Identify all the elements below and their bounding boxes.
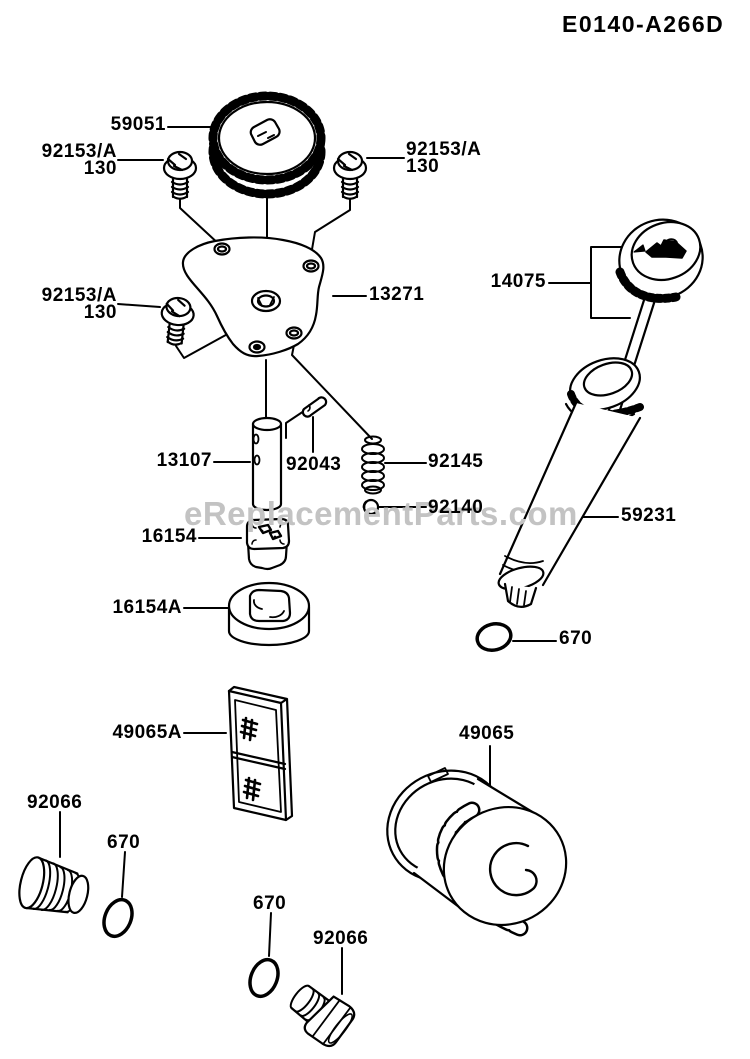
part-label-oring-left: 670 [107, 832, 141, 853]
part-size: 130 [406, 156, 440, 177]
inner-rotor-drawing [245, 517, 291, 571]
part-label-bolt-mid-left: 92153/A 130 [33, 285, 117, 323]
gear-drawing [208, 91, 326, 199]
part-label-shaft: 13107 [156, 450, 212, 471]
part-label-dipstick-tube: 59231 [621, 505, 677, 526]
part-label-screen: 49065A [112, 722, 182, 743]
plate-drawing [181, 236, 325, 358]
part-number: 92153/A [41, 141, 117, 162]
spring-drawing [361, 435, 385, 495]
bolt-top-right [332, 150, 368, 200]
part-label-plug-left: 92066 [27, 792, 83, 813]
oring-left-drawing [102, 897, 134, 939]
part-label-spring: 92145 [428, 451, 484, 472]
part-label-oring-bottom: 670 [253, 893, 287, 914]
bolt-mid-left [157, 295, 197, 348]
part-label-pin: 92043 [286, 454, 342, 475]
part-label-bolt-top-right: 92153/A 130 [406, 139, 506, 177]
plug-bottom-drawing [289, 984, 356, 1048]
bolt-top-left [162, 150, 198, 200]
part-number: 92153/A [41, 285, 117, 306]
part-label-plate: 13271 [369, 284, 425, 305]
oring-right-drawing [475, 621, 513, 653]
outer-rotor-drawing [227, 581, 311, 647]
plug-left-drawing [18, 856, 90, 914]
diagram-code: E0140-A266D [562, 11, 725, 37]
part-label-oil-filter: 49065 [459, 723, 515, 744]
part-label-plug-bottom: 92066 [313, 928, 369, 949]
ball-drawing [362, 498, 380, 516]
screen-drawing [227, 685, 294, 822]
part-label-dipstick-cap: 14075 [490, 271, 546, 292]
shaft-drawing [251, 416, 283, 512]
part-size: 130 [83, 158, 117, 179]
part-size: 130 [83, 302, 117, 323]
part-number: 92153/A [406, 139, 482, 160]
part-label-bolt-top-left: 92153/A 130 [33, 141, 117, 179]
oring-bottom-drawing [248, 957, 280, 999]
part-label-ball: 92140 [428, 497, 484, 518]
part-label-outer-rotor: 16154A [112, 597, 182, 618]
pin-drawing [301, 396, 328, 418]
part-label-gear: 59051 [110, 114, 166, 135]
watermark: eReplacementParts.com [184, 495, 578, 532]
oil-filter-drawing [386, 767, 568, 937]
part-label-oring-right: 670 [559, 628, 593, 649]
dipstick-cap-drawing [607, 218, 704, 415]
dipstick-tube-drawing [497, 357, 644, 608]
part-label-inner-rotor: 16154 [141, 526, 197, 547]
